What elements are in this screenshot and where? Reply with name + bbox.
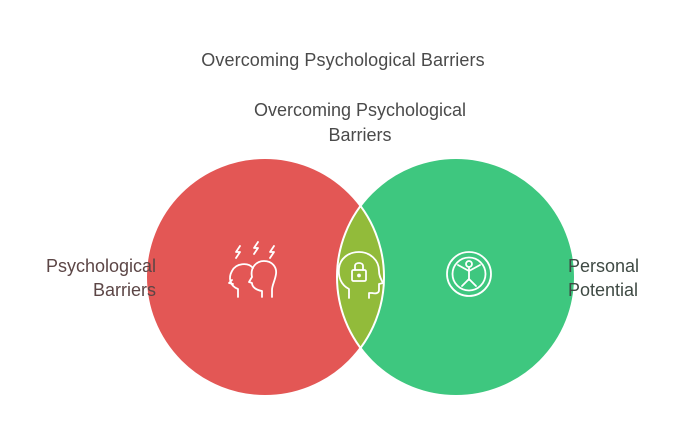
left-set-label-line2: Barriers xyxy=(92,280,156,300)
diagram-title: Overcoming Psychological Barriers xyxy=(201,50,485,70)
overlap-label-line2: Barriers xyxy=(328,125,392,145)
left-set-label: Psychological Barriers xyxy=(10,254,156,302)
head-lock-icon xyxy=(337,251,384,299)
person-badge-icon xyxy=(446,251,492,297)
overlap-label: Overcoming Psychological Barriers xyxy=(220,98,500,148)
right-set-label-line2: Potential xyxy=(568,280,639,300)
left-circle xyxy=(146,158,384,396)
overlap-label-line1: Overcoming Psychological xyxy=(253,100,467,120)
left-set-label-line1: Psychological xyxy=(45,256,156,276)
right-set-label: Personal Potential xyxy=(568,254,678,302)
stressed-heads-icon xyxy=(228,241,277,298)
right-set-label-line1: Personal xyxy=(568,256,640,276)
right-circle xyxy=(337,158,575,396)
